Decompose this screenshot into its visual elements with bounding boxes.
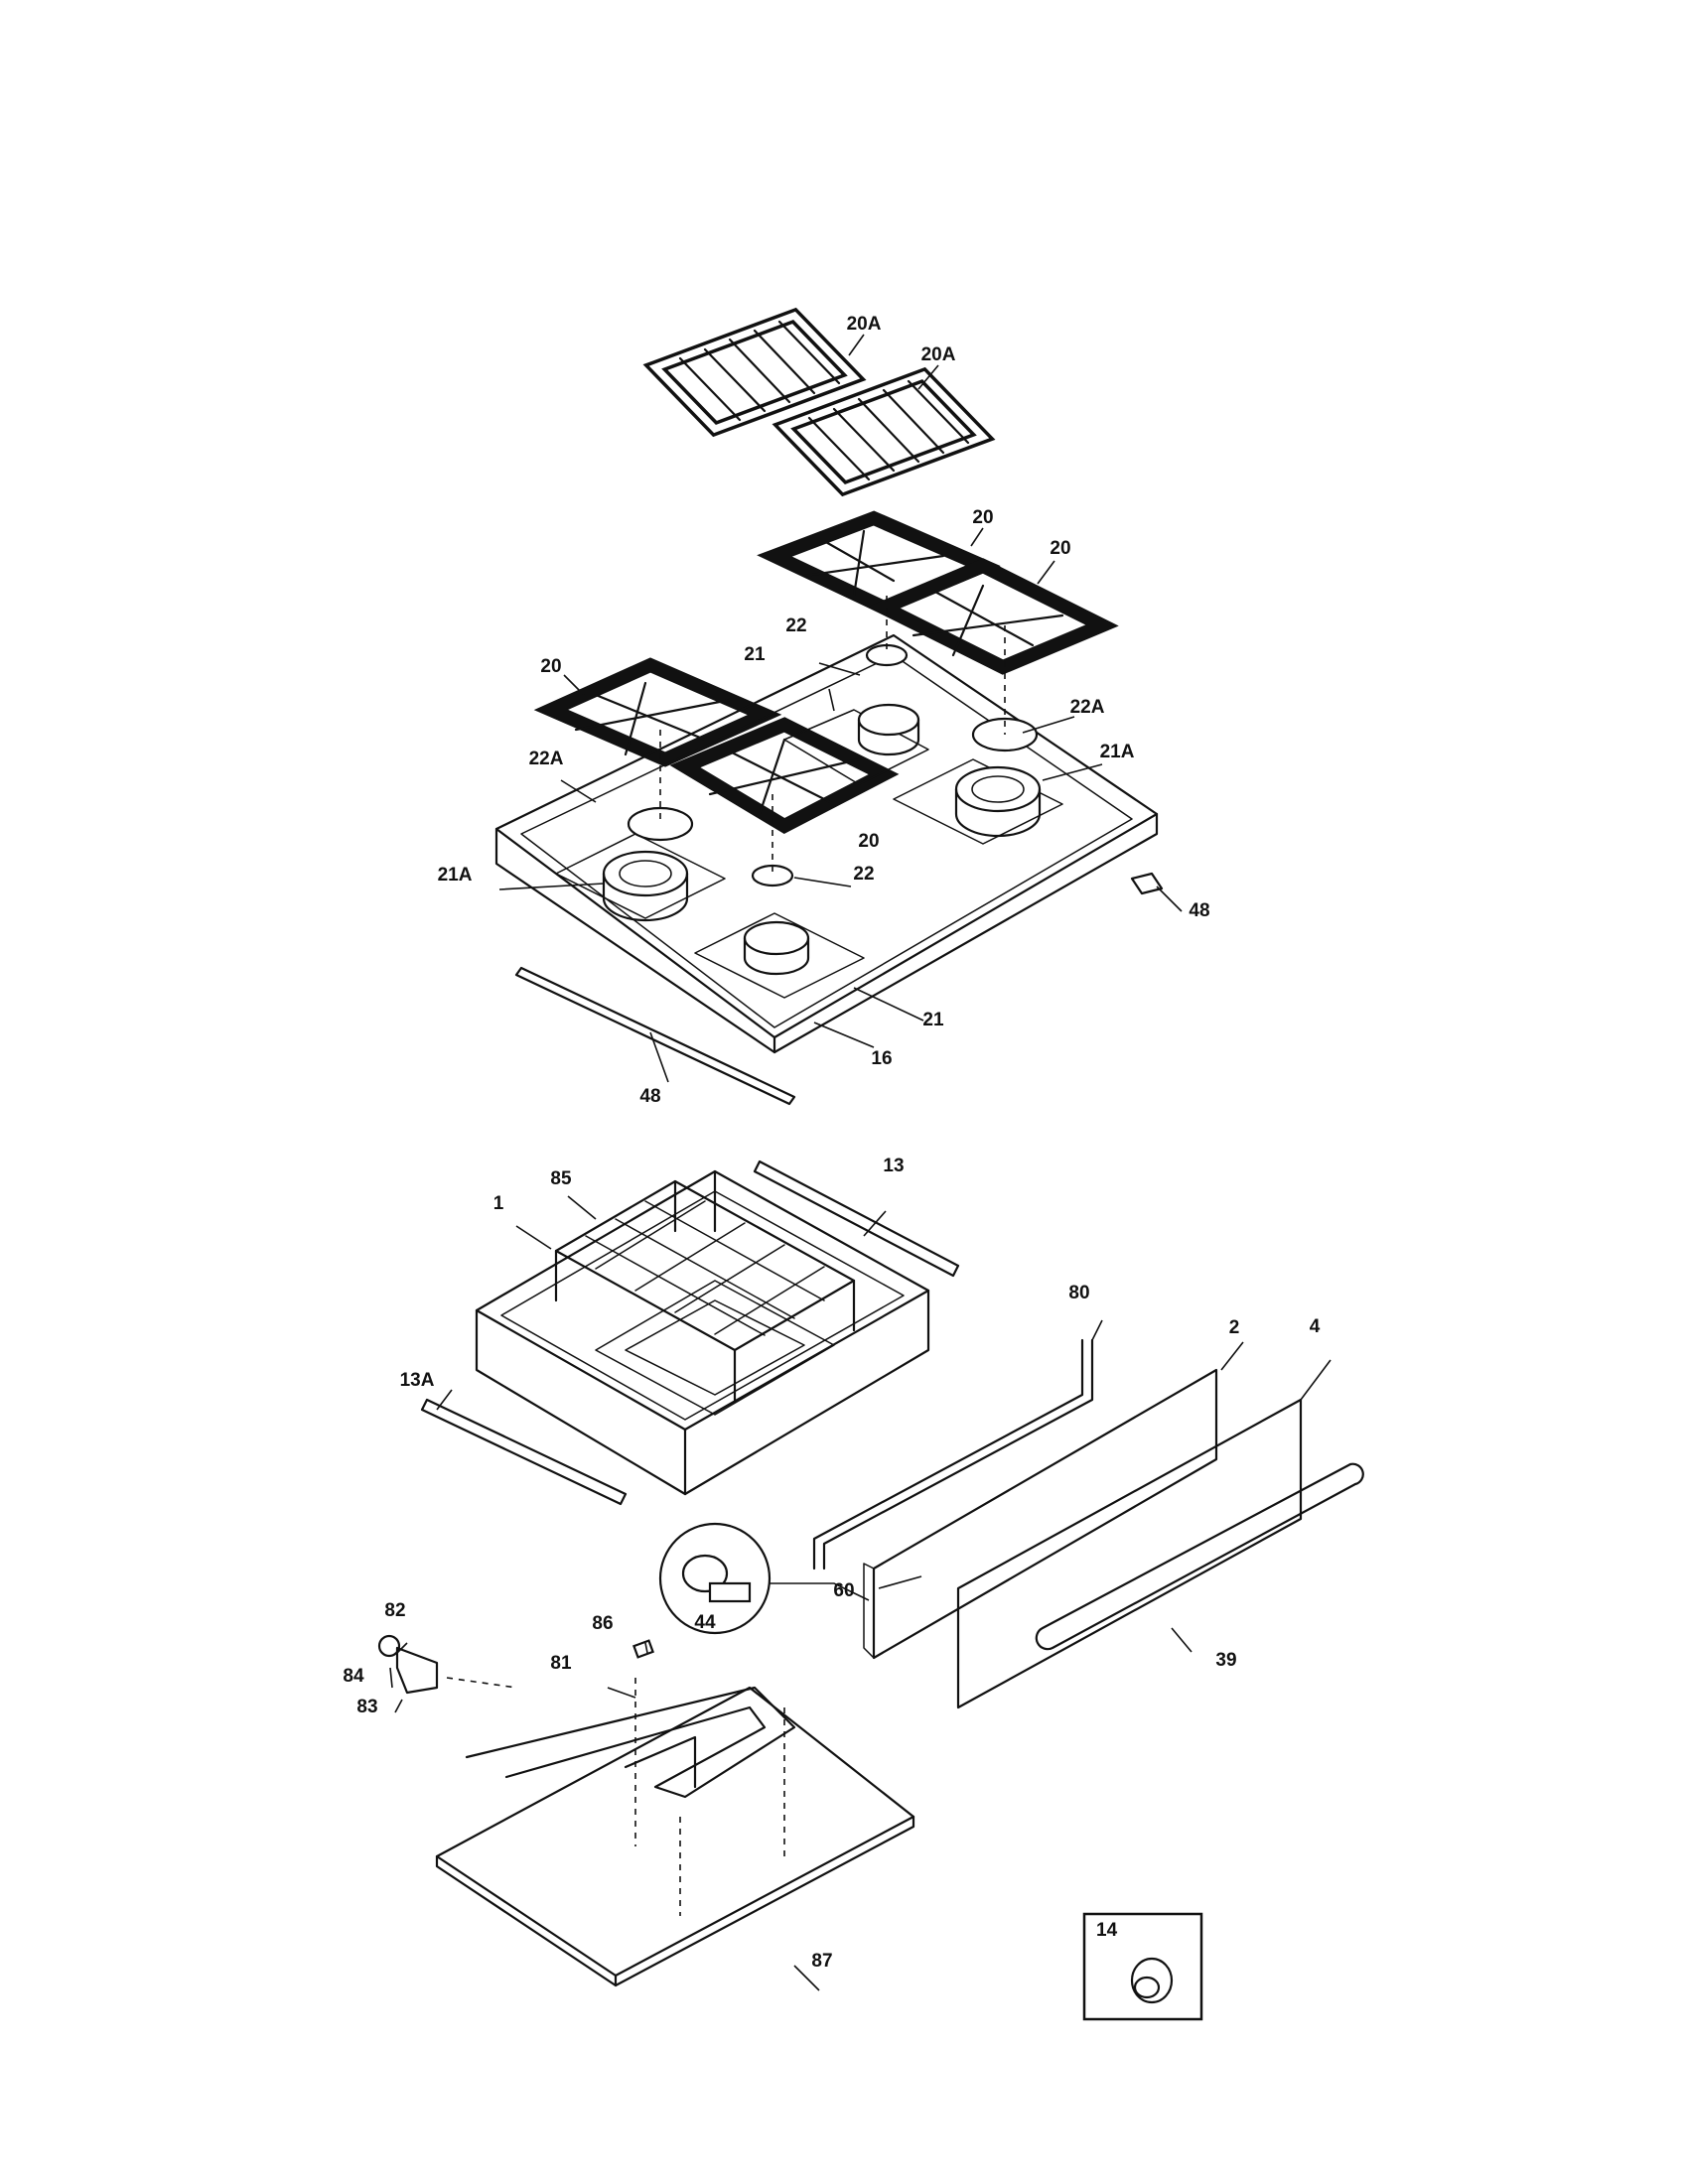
- element-clip: [632, 1639, 654, 1659]
- callout-4: 4: [1310, 1316, 1321, 1337]
- callout-1: 1: [493, 1193, 504, 1214]
- callout-13A: 13A: [400, 1370, 435, 1391]
- drawer-side-tube: [812, 1338, 1094, 1570]
- callout-14: 14: [1096, 1920, 1118, 1941]
- drawer-rail-right: [753, 1160, 960, 1278]
- drawer-inner-panel: [863, 1368, 1218, 1660]
- callout-48-right: 48: [1189, 900, 1209, 921]
- callout-39: 39: [1215, 1650, 1236, 1671]
- callout-21A-right: 21A: [1100, 742, 1135, 762]
- callout-21-back: 21: [744, 644, 766, 665]
- warming-drawer-box: [475, 1169, 930, 1496]
- knob-detail-circle: [658, 1522, 870, 1635]
- bottom-tray: [435, 1686, 915, 1987]
- callout-82: 82: [384, 1600, 405, 1621]
- burner-grate-front-left: [533, 657, 782, 767]
- callout-83: 83: [356, 1697, 377, 1717]
- callout-21-front: 21: [922, 1010, 944, 1030]
- callout-16: 16: [871, 1048, 892, 1069]
- drawer-rail-left: [420, 1398, 628, 1506]
- callout-20-front-left: 20: [540, 656, 561, 677]
- burner-cap-front-left: [627, 806, 694, 842]
- callout-13: 13: [883, 1156, 904, 1176]
- burner-grate-front-right: [669, 717, 900, 835]
- callout-60: 60: [833, 1580, 854, 1601]
- callout-20-front-right: 20: [858, 831, 879, 852]
- trim-strip-front: [514, 966, 796, 1106]
- callout-87: 87: [811, 1951, 832, 1972]
- callout-22A-left: 22A: [529, 749, 564, 769]
- cooktop-frame: [494, 633, 1159, 1054]
- callout-22A-right: 22A: [1070, 697, 1105, 718]
- callout-48-left: 48: [639, 1086, 660, 1107]
- burner-base-front-left: [602, 850, 689, 922]
- callout-86: 86: [592, 1613, 613, 1634]
- burner-base-back-left: [857, 703, 920, 756]
- bake-element: [465, 1686, 796, 1799]
- burner-base-front-right: [743, 920, 810, 976]
- trim-strip-right: [1130, 872, 1164, 895]
- terminal-block: [377, 1634, 439, 1695]
- callout-22-back: 22: [785, 615, 806, 636]
- burner-grate-back-right: [867, 558, 1119, 675]
- oven-rack: [554, 1179, 856, 1402]
- callout-21A-left: 21A: [438, 865, 473, 886]
- callout-20A-right: 20A: [921, 344, 956, 365]
- callout-2: 2: [1229, 1317, 1240, 1338]
- drawer-handle: [1035, 1462, 1364, 1651]
- callout-85: 85: [550, 1168, 572, 1189]
- part-14-box: [1082, 1912, 1203, 2021]
- callout-20-back-right: 20: [1050, 538, 1070, 559]
- drawer-front-panel: [956, 1398, 1303, 1709]
- callout-20A-left: 20A: [847, 314, 882, 335]
- callout-22-front: 22: [853, 864, 874, 885]
- callout-84: 84: [343, 1666, 364, 1687]
- callout-81: 81: [550, 1653, 572, 1674]
- burner-base-back-right: [954, 765, 1042, 838]
- callout-20-back-left: 20: [972, 507, 993, 528]
- burner-grate-back-left: [757, 510, 1001, 615]
- griddle-grate-left: [642, 307, 867, 438]
- callout-44: 44: [694, 1612, 716, 1633]
- griddle-grate-right: [772, 366, 996, 497]
- callout-80: 80: [1068, 1283, 1089, 1303]
